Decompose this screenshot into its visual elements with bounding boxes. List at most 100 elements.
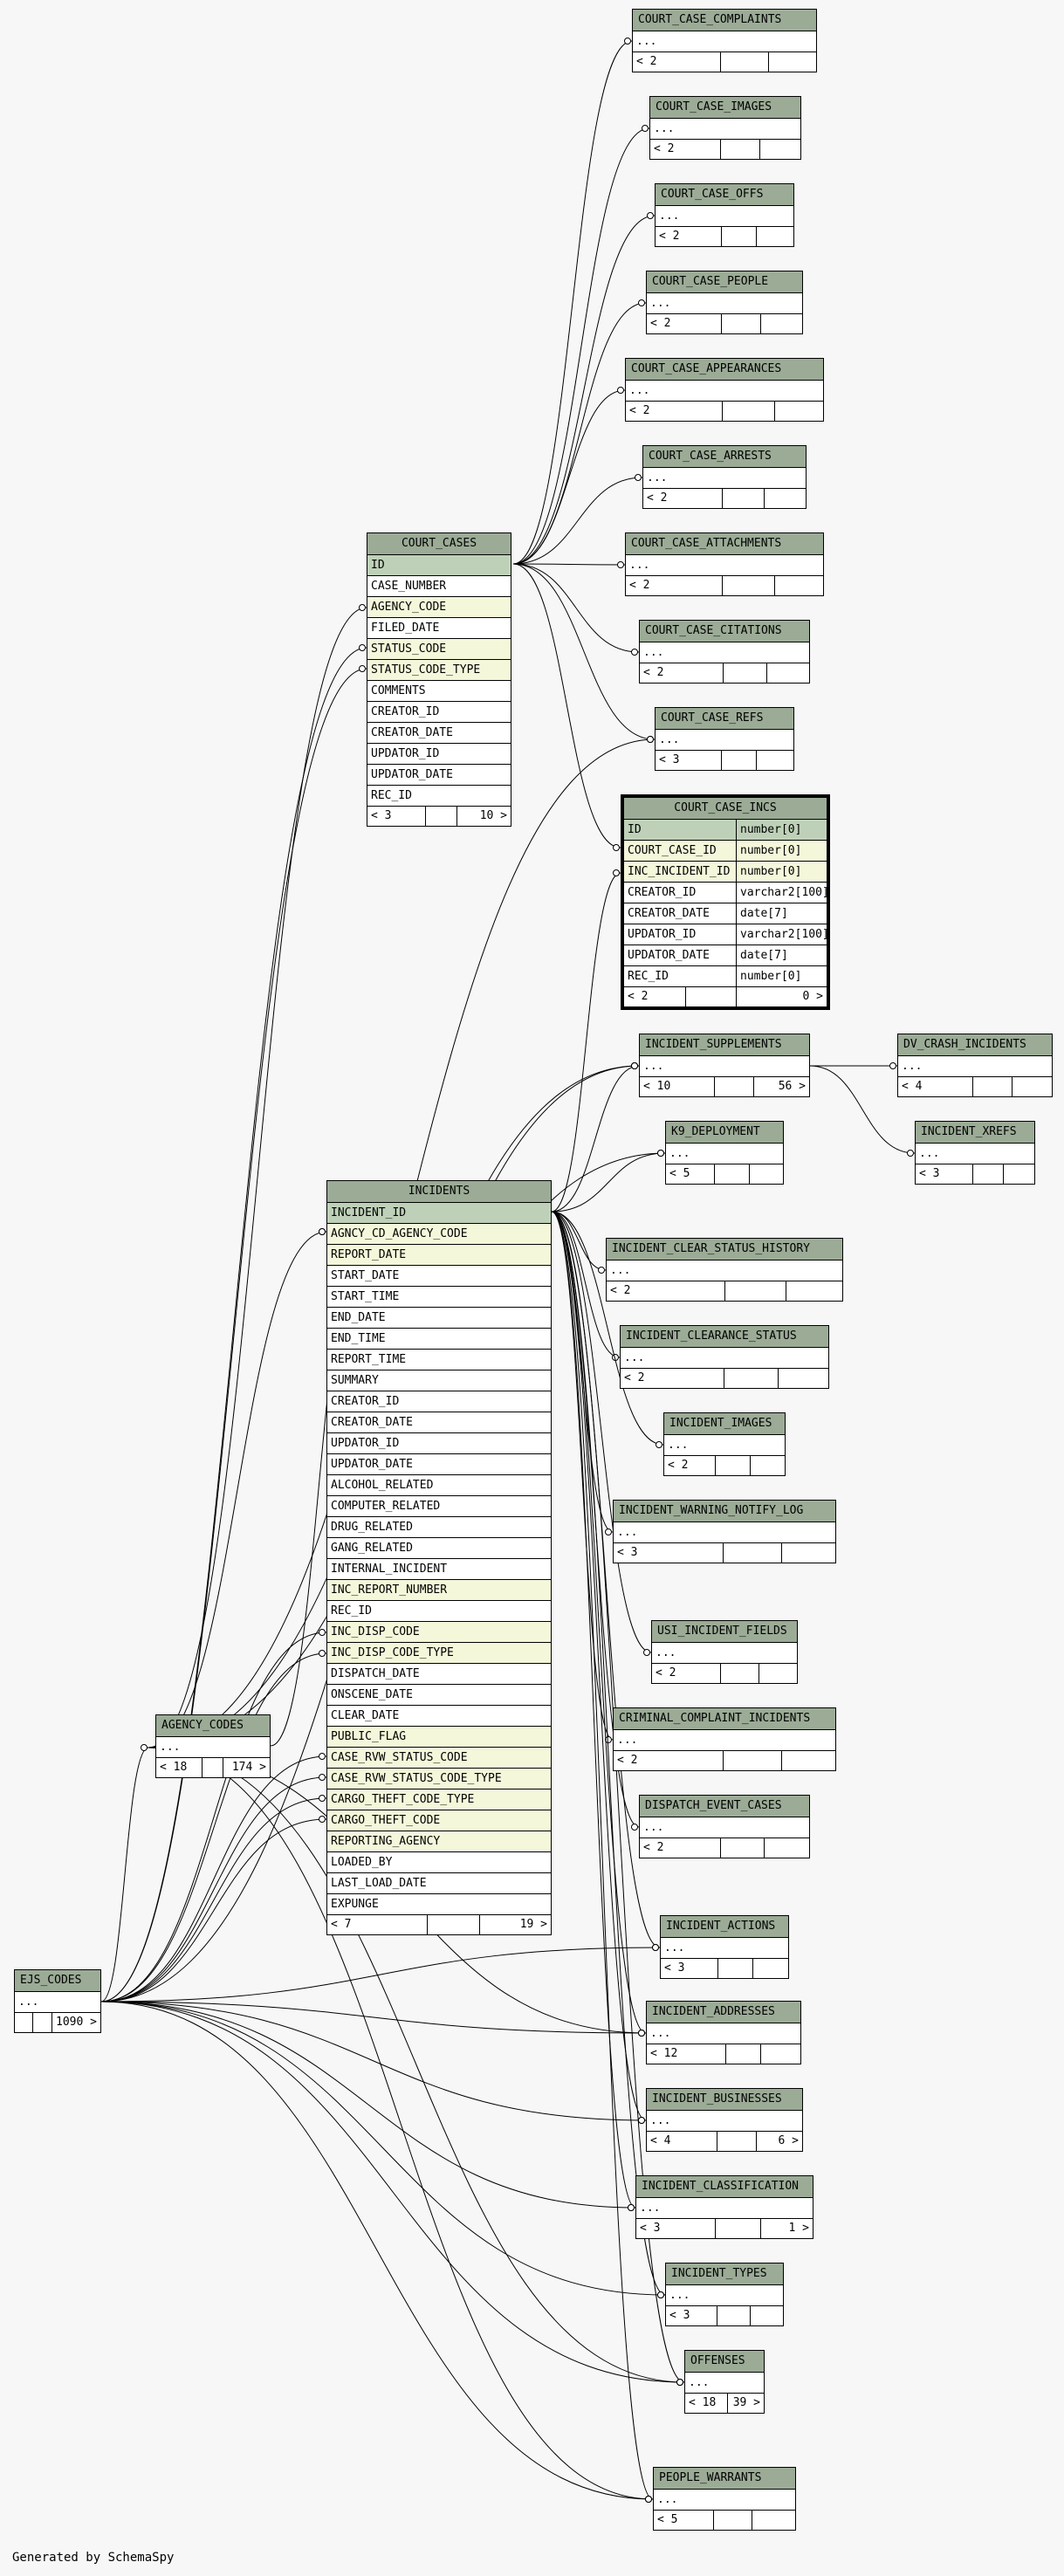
table-name: INCIDENT_ACTIONS bbox=[661, 1916, 788, 1938]
table-name: DV_CRASH_INCIDENTS bbox=[898, 1034, 1052, 1056]
table-incident-addresses[interactable]: INCIDENT_ADDRESSES ... < 12 bbox=[646, 2001, 801, 2064]
column-row: DISPATCH_DATE bbox=[327, 1664, 551, 1685]
column-type: varchar2[100] bbox=[736, 924, 827, 945]
parent-count: < 2 bbox=[629, 579, 650, 592]
column-type: number[0] bbox=[736, 966, 801, 986]
table-name: EJS_CODES bbox=[15, 1970, 100, 1992]
table-incident-xrefs[interactable]: INCIDENT_XREFS ... < 3 bbox=[915, 1121, 1035, 1185]
child-count: 6 > bbox=[778, 2134, 799, 2147]
incident-link bbox=[551, 1211, 654, 2500]
parent-count: < 18 bbox=[689, 2396, 717, 2409]
zero-cardinality-marker bbox=[617, 387, 624, 394]
zero-cardinality-marker bbox=[676, 2379, 683, 2386]
table-people-warrants[interactable]: PEOPLE_WARRANTS ... < 5 bbox=[653, 2467, 796, 2531]
column-row: EXPUNGE bbox=[327, 1894, 551, 1915]
table-incident-warning-notify-log[interactable]: INCIDENT_WARNING_NOTIFY_LOG ... < 3 bbox=[613, 1500, 836, 1563]
ejs-code-link bbox=[100, 2001, 654, 2500]
parent-count: < 4 bbox=[650, 2134, 671, 2147]
table-footer: < 2 bbox=[652, 1664, 797, 1683]
zero-cardinality-marker bbox=[319, 1650, 326, 1657]
zero-cardinality-marker bbox=[319, 1629, 326, 1636]
table-incident-types[interactable]: INCIDENT_TYPES ... < 3 bbox=[665, 2263, 784, 2326]
zero-cardinality-marker bbox=[359, 604, 366, 611]
table-usi-incident-fields[interactable]: USI_INCIDENT_FIELDS ... < 2 bbox=[651, 1620, 798, 1684]
incident-link bbox=[551, 1211, 621, 1358]
table-name: AGENCY_CODES bbox=[156, 1715, 270, 1737]
table-name: COURT_CASE_CITATIONS bbox=[640, 621, 809, 642]
table-court-case-images[interactable]: COURT_CASE_IMAGES ... < 2 bbox=[649, 96, 801, 160]
table-name: COURT_CASE_COMPLAINTS bbox=[633, 10, 816, 31]
table-incident-images[interactable]: INCIDENT_IMAGES ... < 2 bbox=[663, 1412, 786, 1476]
table-body: ... bbox=[647, 293, 802, 314]
table-name: COURT_CASE_PEOPLE bbox=[647, 271, 802, 293]
table-ejs-codes[interactable]: EJS_CODES ... 1090 > bbox=[14, 1969, 101, 2033]
table-incident-actions[interactable]: INCIDENT_ACTIONS ... < 3 bbox=[660, 1915, 789, 1979]
ejs-code-link bbox=[100, 1652, 327, 2002]
table-name: COURT_CASE_ATTACHMENTS bbox=[626, 533, 823, 555]
table-court-case-complaints[interactable]: COURT_CASE_COMPLAINTS ... < 2 bbox=[632, 9, 817, 72]
column-row: DRUG_RELATED bbox=[327, 1517, 551, 1538]
column-name: ID bbox=[628, 823, 642, 836]
table-court-case-refs[interactable]: COURT_CASE_REFS ... < 3 bbox=[655, 707, 794, 771]
parent-count: < 3 bbox=[659, 753, 680, 766]
ejs-code-link bbox=[100, 1776, 327, 2002]
table-k9-deployment[interactable]: K9_DEPLOYMENT ... < 5 bbox=[665, 1121, 784, 1185]
table-court-case-people[interactable]: COURT_CASE_PEOPLE ... < 2 bbox=[646, 271, 803, 334]
table-body: ... bbox=[685, 2373, 764, 2394]
agency-link bbox=[148, 607, 367, 1748]
parent-count: < 10 bbox=[643, 1080, 671, 1093]
table-name: COURT_CASE_APPEARANCES bbox=[626, 359, 823, 381]
table-body: ... bbox=[916, 1144, 1034, 1164]
parent-count: < 2 bbox=[628, 990, 649, 1003]
zero-cardinality-marker bbox=[638, 2117, 645, 2124]
table-footer: < 2 bbox=[633, 52, 816, 72]
table-court-case-arrests[interactable]: COURT_CASE_ARRESTS ... < 2 bbox=[642, 445, 807, 509]
ejs-code-link bbox=[100, 1747, 149, 2002]
table-dispatch-event-cases[interactable]: DISPATCH_EVENT_CASES ... < 2 bbox=[639, 1795, 810, 1858]
table-court-case-appearances[interactable]: COURT_CASE_APPEARANCES ... < 2 bbox=[625, 358, 824, 422]
table-court-case-citations[interactable]: COURT_CASE_CITATIONS ... < 2 bbox=[639, 620, 810, 683]
column-row: CARGO_THEFT_CODE_TYPE bbox=[327, 1789, 551, 1810]
column-row: CARGO_THEFT_CODE bbox=[327, 1810, 551, 1831]
parent-count: < 2 bbox=[643, 1841, 664, 1854]
zero-cardinality-marker bbox=[319, 1774, 326, 1781]
table-court-cases[interactable]: COURT_CASES ID CASE_NUMBER AGENCY_CODE F… bbox=[367, 532, 511, 827]
ejs-code-link bbox=[100, 647, 367, 2002]
zero-cardinality-marker bbox=[656, 1441, 662, 1448]
parent-count: < 2 bbox=[643, 666, 664, 679]
table-criminal-complaint-incidents[interactable]: CRIMINAL_COMPLAINT_INCIDENTS ... < 2 bbox=[613, 1707, 836, 1771]
column-row: START_DATE bbox=[327, 1266, 551, 1287]
column-name: CREATOR_ID bbox=[628, 886, 697, 899]
column-row: STATUS_CODE bbox=[367, 639, 511, 660]
table-dv-crash-incidents[interactable]: DV_CRASH_INCIDENTS ... < 4 bbox=[897, 1034, 1053, 1097]
zero-cardinality-marker bbox=[907, 1150, 914, 1157]
agency-link bbox=[148, 1231, 327, 1748]
table-name: COURT_CASE_INCS bbox=[624, 798, 827, 820]
column-row: UPDATOR_ID bbox=[367, 744, 511, 765]
table-footer: < 2 bbox=[664, 1456, 785, 1475]
table-name: USI_INCIDENT_FIELDS bbox=[652, 1621, 797, 1643]
table-name: INCIDENTS bbox=[327, 1181, 551, 1203]
table-incident-clear-status-history[interactable]: INCIDENT_CLEAR_STATUS_HISTORY ... < 2 bbox=[606, 1238, 843, 1302]
parent-count: < 5 bbox=[657, 2513, 678, 2526]
table-court-case-attachments[interactable]: COURT_CASE_ATTACHMENTS ... < 2 bbox=[625, 532, 824, 596]
parent-count: < 4 bbox=[902, 1080, 923, 1093]
table-body: ... bbox=[636, 2198, 813, 2219]
table-body: ... bbox=[654, 2490, 795, 2511]
table-footer: < 2 bbox=[614, 1751, 835, 1770]
table-incident-clearance-status[interactable]: INCIDENT_CLEARANCE_STATUS ... < 2 bbox=[620, 1325, 829, 1389]
table-court-case-offs[interactable]: COURT_CASE_OFFS ... < 2 bbox=[655, 183, 794, 247]
table-footer: < 2 bbox=[626, 576, 823, 595]
